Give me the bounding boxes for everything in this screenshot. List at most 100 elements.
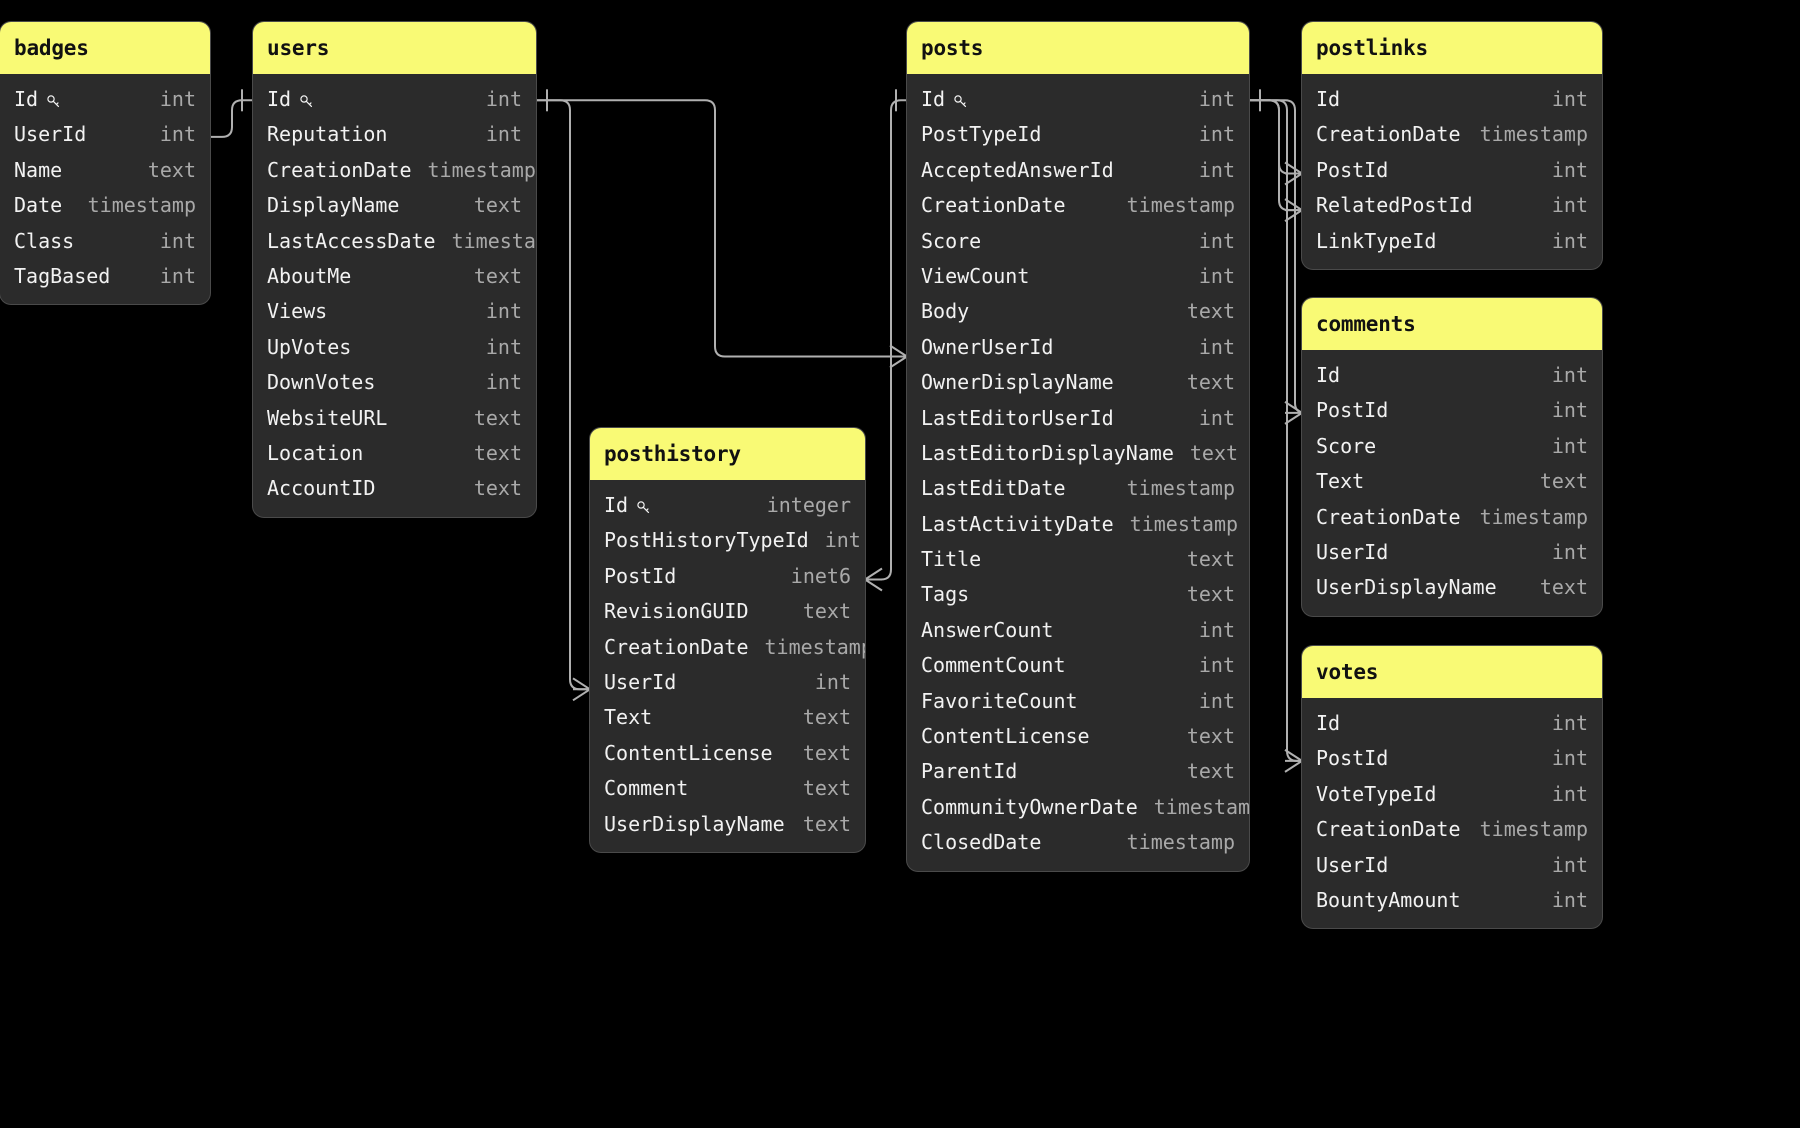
column-row[interactable]: CommunityOwnerDatetimestamp [907,790,1249,825]
column-row[interactable]: UpVotes int [253,330,536,365]
column-type: timestamp [1479,122,1588,147]
column-type: int [485,334,522,359]
column-type: int [159,122,196,147]
column-name-text: CreationDate [1316,122,1461,147]
column-name-text: Title [921,547,982,572]
column-name-text: CreationDate [604,634,749,659]
column-name: UserId [604,669,676,695]
column-name-text: CommunityOwnerDate [921,794,1138,819]
column-name: PostHistoryTypeId [604,527,809,553]
column-name: CreationDate [1316,504,1461,530]
column-name: AcceptedAnswerId [921,157,1114,183]
column-name: Body [921,298,969,324]
column-type: text [473,405,522,430]
column-type: int [1551,433,1588,458]
column-type: int [1198,617,1235,642]
column-type: int [1551,781,1588,806]
column-type: int [814,669,851,694]
column-name: ContentLicense [921,723,1090,749]
column-row[interactable]: CreationDate timestamp [1302,117,1602,152]
column-name: UpVotes [267,334,351,360]
column-row[interactable]: LastAccessDatetimestamp [253,224,536,259]
table-title-badges: badges [0,22,210,74]
column-name: Id [921,86,969,112]
column-row[interactable]: UserId int [590,665,865,700]
column-type: timestamp [1126,830,1235,855]
